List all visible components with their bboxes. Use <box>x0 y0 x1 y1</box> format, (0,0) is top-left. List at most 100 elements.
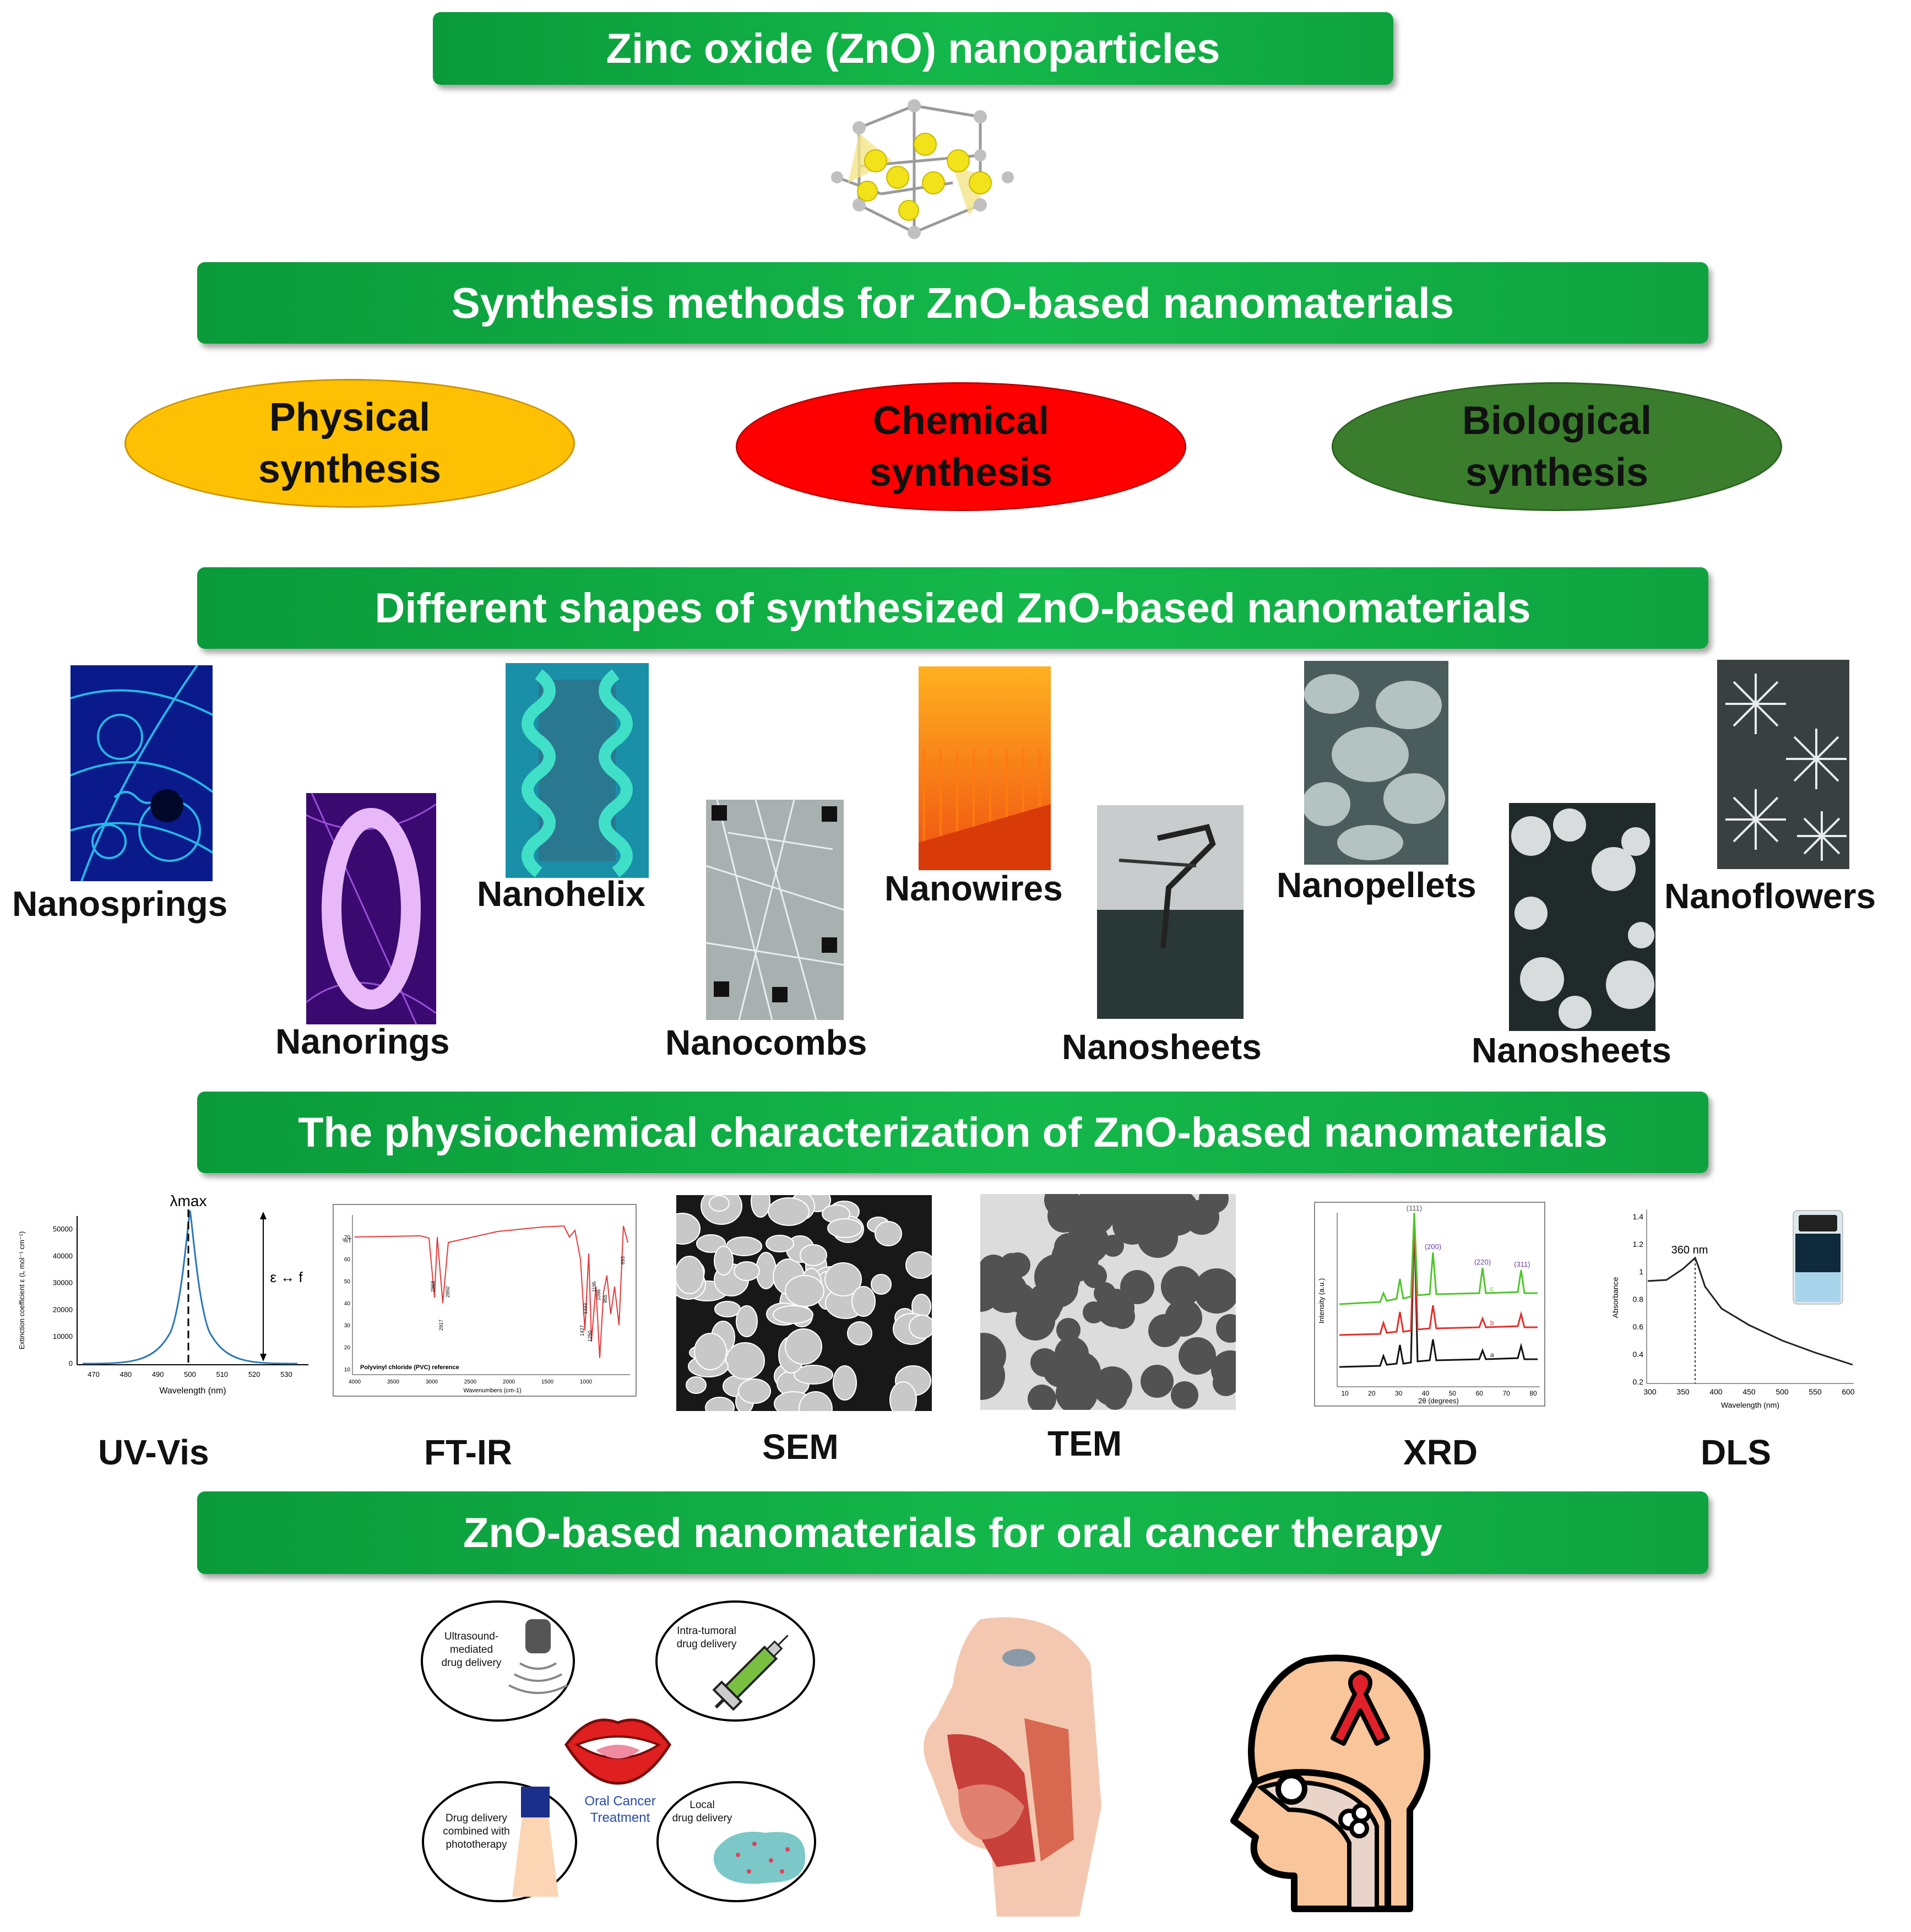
syringe-icon <box>712 1635 789 1711</box>
shape-label-nanowires: Nanowires <box>884 869 1063 908</box>
uvvis-ytick: 30000 <box>53 1279 73 1287</box>
sem-particle <box>773 1305 813 1324</box>
characterization-banner-text: The physiochemical characterization of Z… <box>298 1109 1608 1156</box>
tem-particle <box>1066 1221 1109 1264</box>
tem-particle <box>980 1271 1001 1312</box>
title-banner: Zinc oxide (ZnO) nanoparticles <box>433 12 1393 85</box>
xrd-peak-220: (220) <box>1474 1258 1491 1266</box>
biological-synthesis-line2: synthesis <box>1465 451 1649 495</box>
shape-label-nanohelix: Nanohelix <box>477 874 645 914</box>
ftir-peak-label: 955 <box>602 1295 608 1303</box>
xrd-series-b: b <box>1490 1319 1494 1327</box>
ftir-peak-label: 693 <box>620 1256 626 1265</box>
tem-particle <box>1028 1385 1056 1410</box>
title-text: Zinc oxide (ZnO) nanoparticles <box>606 25 1220 72</box>
xrd-xtick: 60 <box>1476 1390 1484 1397</box>
xrd-xtick: 70 <box>1502 1390 1510 1397</box>
tem-particle <box>1179 1337 1216 1375</box>
ultrasound-line2: mediated <box>449 1644 493 1656</box>
ftir-ytick: 10 <box>344 1367 351 1373</box>
ftir-xtick: 2000 <box>503 1379 515 1385</box>
uvvis-xtick: 510 <box>216 1370 228 1379</box>
uvvis-xtick: 530 <box>280 1370 292 1379</box>
dls-xtick: 450 <box>1742 1387 1756 1396</box>
biological-synthesis-line1: Biological <box>1462 399 1652 443</box>
local-delivery-text: Local drug delivery <box>666 1799 738 1825</box>
tem-particle <box>1065 1352 1092 1378</box>
xrd-xtick: 40 <box>1422 1390 1430 1397</box>
tem-particle <box>1102 1235 1124 1257</box>
tem-particle <box>1005 1252 1030 1278</box>
sem-particle <box>905 1251 932 1279</box>
shape-label-nanoflowers: Nanoflowers <box>1664 876 1876 916</box>
chemical-synthesis-line1: Chemical <box>872 399 1050 443</box>
uvvis-ytick: 40000 <box>53 1252 73 1260</box>
shape-label-nanosheets-2: Nanosheets <box>1472 1030 1671 1070</box>
light-source-icon <box>512 1787 558 1897</box>
synthesis-banner-text: Synthesis methods for ZnO-based nanomate… <box>451 278 1454 327</box>
xrd-xtick: 80 <box>1529 1390 1537 1397</box>
sem-particle <box>734 1261 760 1281</box>
ftir-ylabel: %T <box>343 1238 352 1244</box>
nanopellets-image <box>1304 661 1448 865</box>
technique-label-xrd: XRD <box>1403 1432 1478 1472</box>
tem-particle <box>1216 1314 1236 1343</box>
dls-ytick: 0.4 <box>1633 1350 1644 1359</box>
sem-particle <box>871 1274 892 1295</box>
dls-ytick: 0.2 <box>1633 1377 1644 1386</box>
ftir-xlabel: Wavenumbers (cm-1) <box>463 1387 521 1394</box>
technique-label-ftir: FT-IR <box>424 1432 512 1472</box>
oral-cancer-line1: Oral Cancer <box>584 1794 656 1809</box>
ftir-xtick: 3000 <box>426 1379 438 1385</box>
sem-particle <box>785 1328 822 1365</box>
physical-synthesis-ellipse: Physical synthesis <box>124 379 575 508</box>
ftir-peak-label: 2968 <box>430 1281 436 1292</box>
sem-particle <box>889 1381 917 1411</box>
uvvis-xtick: 480 <box>120 1370 132 1379</box>
ftir-ytick: 50 <box>344 1279 351 1285</box>
oral-anatomy-image <box>924 1617 1101 1917</box>
tem-particle <box>1044 1194 1079 1218</box>
sem-particle <box>714 1246 734 1276</box>
xrd-xlabel: 2θ (degrees) <box>1418 1397 1459 1405</box>
sem-particle <box>766 1235 794 1252</box>
tem-particle <box>1161 1266 1202 1307</box>
xrd-xtick: 50 <box>1449 1390 1457 1397</box>
dls-xtick: 600 <box>1842 1387 1855 1396</box>
ftir-ytick: 30 <box>344 1323 351 1329</box>
tem-image <box>980 1194 1236 1410</box>
sem-particle <box>909 1315 932 1339</box>
xrd-xtick: 30 <box>1395 1390 1403 1397</box>
biological-synthesis-ellipse: Biological synthesis <box>1332 382 1782 511</box>
sem-particle <box>794 1365 833 1385</box>
dls-xtick: 350 <box>1676 1387 1690 1396</box>
phototherapy-line1: Drug delivery <box>446 1812 507 1824</box>
sem-particle <box>799 1391 833 1411</box>
ftir-ytick: 40 <box>344 1301 351 1307</box>
local-line1: Local <box>690 1799 715 1811</box>
shapes-banner: Different shapes of synthesized ZnO-base… <box>197 567 1708 649</box>
technique-label-sem: SEM <box>762 1427 839 1467</box>
therapy-banner-text: ZnO-based nanomaterials for oral cancer … <box>463 1509 1443 1556</box>
sem-particle <box>705 1397 735 1411</box>
ftir-xtick: 1000 <box>580 1379 593 1385</box>
sem-particle <box>686 1376 707 1394</box>
dls-ytick: 0.6 <box>1633 1322 1644 1331</box>
technique-label-uvvis: UV-Vis <box>98 1432 209 1472</box>
sem-particle <box>751 1195 770 1218</box>
local-line2: drug delivery <box>672 1812 732 1824</box>
ftir-caption: Polyvinyl chloride (PVC) reference <box>360 1364 459 1371</box>
sem-particle <box>833 1365 857 1401</box>
sem-particle <box>827 1218 862 1238</box>
shapes-banner-text: Different shapes of synthesized ZnO-base… <box>374 584 1531 632</box>
ftir-peak-label: 1250 <box>587 1331 593 1342</box>
sem-particle <box>696 1234 726 1253</box>
xrd-series-c: c <box>1490 1285 1494 1293</box>
xrd-peak-111: (111) <box>1407 1204 1422 1212</box>
sem-particle <box>847 1321 872 1345</box>
sample-vial-icon <box>1793 1210 1843 1305</box>
uvvis-side-label: ε ↔ f <box>270 1269 303 1285</box>
sem-image <box>676 1195 932 1411</box>
nanosheets-image-2 <box>1509 803 1655 1031</box>
